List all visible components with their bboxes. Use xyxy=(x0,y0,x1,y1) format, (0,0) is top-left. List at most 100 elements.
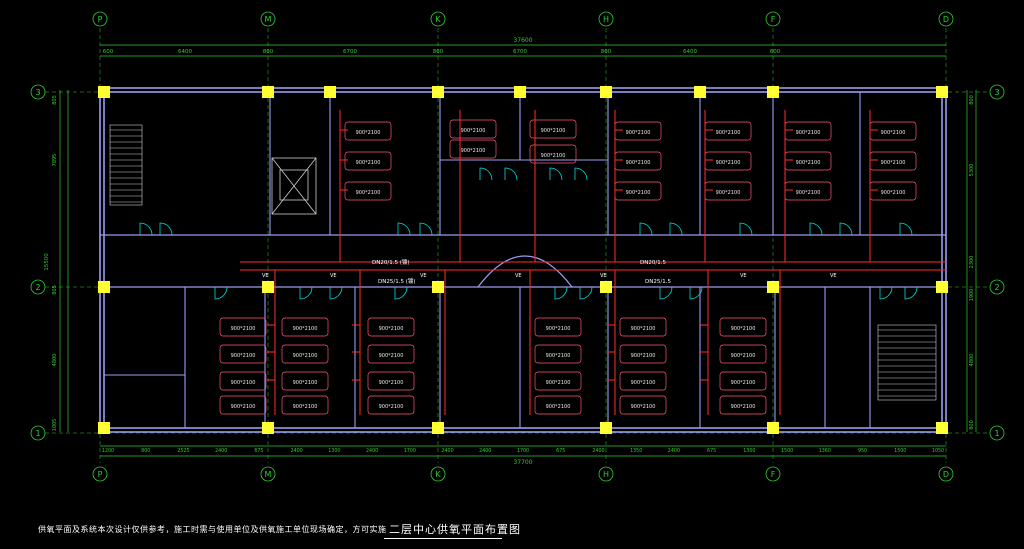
bed-label: 900*2100 xyxy=(796,160,821,166)
column-11 xyxy=(432,281,444,293)
partition-walls xyxy=(104,92,871,428)
valve-tag-5: VE xyxy=(740,273,747,279)
axis-bubble-1 xyxy=(989,425,1005,441)
bed-12-2 xyxy=(719,371,767,391)
bed-label: 900*2100 xyxy=(631,380,656,386)
bed-label: 900*2100 xyxy=(231,326,256,332)
bed-label: 900*2100 xyxy=(731,404,756,410)
axis-label-1: 1 xyxy=(994,429,999,438)
bed-7-0 xyxy=(219,317,267,337)
dim-left-4: 1005 xyxy=(52,419,58,432)
bed-label: 900*2100 xyxy=(379,326,404,332)
bed-10-3 xyxy=(534,395,582,415)
column-15 xyxy=(98,422,110,434)
bed-label: 900*2100 xyxy=(546,404,571,410)
dim-bottom-15: 2400 xyxy=(668,448,680,454)
column-13 xyxy=(767,281,779,293)
beds: 900*2100 900*2100 900*2100 900*2100 900*2100… xyxy=(219,119,917,415)
bed-9-1 xyxy=(367,344,415,364)
pipe-branches-top-3 xyxy=(785,129,793,191)
door-14 xyxy=(839,222,853,236)
door-23 xyxy=(214,286,228,300)
dim-right-1: 5300 xyxy=(969,164,975,177)
bed-9-2 xyxy=(367,371,415,391)
elevator-shaft xyxy=(271,157,317,215)
door-10 xyxy=(639,222,653,236)
bed-1-0 xyxy=(449,119,497,139)
dim-left-0: 805 xyxy=(52,95,58,105)
dim-right-2: 2300 xyxy=(969,256,975,269)
bed-label: 900*2100 xyxy=(626,160,651,166)
column-1 xyxy=(262,86,274,98)
bed-label: 900*2100 xyxy=(731,380,756,386)
dim-bottom-0: 1200 xyxy=(102,448,114,454)
bed-10-1 xyxy=(534,344,582,364)
valve-tag-0: VE xyxy=(262,273,269,279)
dim-bottom-8: 1700 xyxy=(404,448,416,454)
bed-label: 900*2100 xyxy=(231,380,256,386)
column-19 xyxy=(767,422,779,434)
door-3 xyxy=(329,286,343,300)
axis-label-3: 3 xyxy=(35,88,40,97)
axis-bubble-K xyxy=(430,11,446,27)
bed-label: 900*2100 xyxy=(356,160,381,166)
dim-top-2: 800 xyxy=(263,49,274,55)
bed-9-0 xyxy=(367,317,415,337)
staircase-left xyxy=(109,124,143,206)
column-16 xyxy=(262,422,274,434)
bed-label: 900*2100 xyxy=(231,404,256,410)
valve-tag-6: VE xyxy=(830,273,837,279)
dim-bottom-14: 1350 xyxy=(630,448,642,454)
valve-tag-3: VE xyxy=(515,273,522,279)
axis-label-1: 1 xyxy=(35,429,40,438)
dim-top-8: 600 xyxy=(770,49,781,55)
bed-2-1 xyxy=(529,144,577,164)
bed-label: 900*2100 xyxy=(731,326,756,332)
dim-bottom-4: 675 xyxy=(254,448,263,454)
bed-label: 900*2100 xyxy=(796,130,821,136)
bed-0-2 xyxy=(344,181,392,201)
axis-bubble-1 xyxy=(30,425,46,441)
bed-label: 900*2100 xyxy=(461,148,486,154)
dim-top-0: 600 xyxy=(103,49,114,55)
door-2 xyxy=(299,286,313,300)
bed-0-0 xyxy=(344,121,392,141)
dim-left-total: 15500 xyxy=(44,253,50,271)
column-5 xyxy=(936,86,948,98)
dim-bottom-1: 800 xyxy=(141,448,150,454)
column-14 xyxy=(936,281,948,293)
dim-bottom-9: 2400 xyxy=(441,448,453,454)
bed-label: 900*2100 xyxy=(293,353,318,359)
central-arch xyxy=(477,255,573,288)
bed-label: 900*2100 xyxy=(631,353,656,359)
axis-bubble-P xyxy=(92,466,108,482)
door-9 xyxy=(574,167,588,181)
dim-left-3: 4800 xyxy=(52,354,58,367)
dim-right-4: 4800 xyxy=(969,354,975,367)
doors xyxy=(139,167,918,300)
bed-label: 900*2100 xyxy=(379,353,404,359)
bed-label: 900*2100 xyxy=(546,326,571,332)
bed-9-3 xyxy=(367,395,415,415)
dim-bottom-17: 1300 xyxy=(743,448,755,454)
dim-left-1: 7895 xyxy=(52,154,58,167)
bed-label: 900*2100 xyxy=(716,160,741,166)
door-4 xyxy=(397,222,411,236)
bed-label: 900*2100 xyxy=(546,380,571,386)
dim-bottom-7: 2400 xyxy=(366,448,378,454)
door-5 xyxy=(419,222,433,236)
bed-label: 900*2100 xyxy=(881,160,906,166)
dim-top-total: 37600 xyxy=(513,37,532,44)
bed-label: 900*2100 xyxy=(541,153,566,159)
bed-2-0 xyxy=(529,119,577,139)
dim-bottom-10: 2400 xyxy=(479,448,491,454)
axis-bubble-F xyxy=(765,11,781,27)
bed-label: 900*2100 xyxy=(461,128,486,134)
axis-bubble-D xyxy=(938,11,954,27)
bed-label: 900*2100 xyxy=(293,380,318,386)
corridor-walls xyxy=(100,234,946,288)
dim-top-1: 6400 xyxy=(178,49,192,55)
dim-right-5: 800 xyxy=(969,420,975,430)
